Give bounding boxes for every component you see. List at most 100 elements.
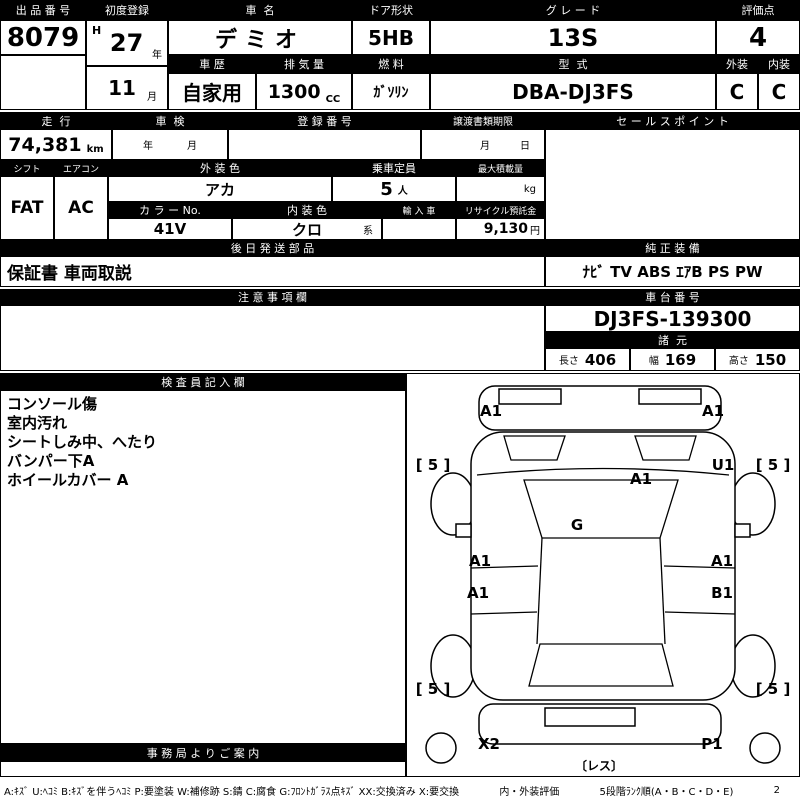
- auction-no-label: 出 品 番 号: [0, 0, 86, 20]
- spec-height-cell: 高さ 150: [715, 348, 800, 371]
- history-label: 車 歴: [168, 55, 256, 73]
- reg-no-label: 登 録 番 号: [228, 112, 421, 129]
- fuel-label: 燃 料: [352, 55, 430, 73]
- first-reg-year-unit: 年: [152, 50, 162, 61]
- transfer-day-unit: 日: [520, 141, 530, 152]
- damage-marker-11: [ 5 ]: [416, 680, 451, 698]
- office-box: [0, 761, 406, 777]
- auction-no-value: 8079: [0, 20, 86, 55]
- legend-page-number: 2: [773, 784, 780, 796]
- inspector-line: シートしみ中、へたり: [7, 433, 158, 451]
- first-reg-month-unit: 月: [147, 92, 157, 103]
- equipment-value: ﾅﾋﾞ TV ABS ｴｱB PS PW: [545, 256, 800, 287]
- import-label: 輸 入 車: [382, 202, 456, 218]
- recycle-value: 9,130: [483, 221, 528, 237]
- first-reg-year: 27: [109, 29, 144, 57]
- color-no-value: 41V: [108, 218, 232, 240]
- recycle-label: リサイクル預託金: [456, 202, 545, 218]
- damage-marker-5: A1: [630, 470, 652, 488]
- spec-length-cell: 長さ 406: [545, 348, 630, 371]
- grade-label: グ レ ー ド: [430, 0, 716, 20]
- roof-edge-left: [536, 537, 543, 645]
- capacity-unit: 人: [397, 186, 408, 197]
- later-parts-value: 保証書 車両取説: [7, 264, 132, 284]
- door-label: ドア形状: [352, 0, 430, 20]
- license-plate: [544, 707, 636, 727]
- sales-point-box: [545, 129, 800, 240]
- legend-codes: A:ｷｽﾞ U:ﾍｺﾐ B:ｷｽﾞを伴うﾍｺﾐ P:要塗装 W:補修跡 S:錆 …: [4, 786, 460, 798]
- recycle-cell: 9,130 円: [456, 218, 545, 240]
- recycle-unit: 円: [530, 225, 540, 237]
- damage-marker-2: [ 5 ]: [416, 456, 451, 474]
- interior-score: C: [758, 73, 800, 110]
- capacity-value: 5: [380, 178, 393, 200]
- inspection-label: 車 検: [112, 112, 228, 129]
- door-value: 5HB: [352, 20, 430, 55]
- damage-marker-4: [ 5 ]: [756, 456, 791, 474]
- int-color-label: 内 装 色: [232, 202, 382, 218]
- first-reg-month-cell: 11 月: [86, 66, 168, 110]
- notes-box: [0, 305, 545, 371]
- door-seam-rear: [470, 611, 736, 615]
- ext-color-label: 外 装 色: [108, 160, 332, 176]
- mileage-unit: km: [86, 144, 104, 155]
- spec-height-label: 高さ: [728, 356, 749, 367]
- front-lamp-right: [634, 435, 697, 461]
- model-label: 型 式: [430, 55, 716, 73]
- capacity-cell: 5 人: [332, 176, 456, 202]
- damage-marker-8: A1: [711, 552, 733, 570]
- legend: A:ｷｽﾞ U:ﾍｺﾐ B:ｷｽﾞを伴うﾍｺﾐ P:要塗装 W:補修跡 S:錆 …: [0, 780, 800, 800]
- damage-marker-6: G: [571, 516, 583, 534]
- spec-length-value: 406: [584, 350, 617, 369]
- inspector-line: 室内汚れ: [7, 414, 68, 432]
- damage-marker-14: P1: [701, 735, 722, 753]
- mileage-label: 走 行: [0, 112, 112, 129]
- notes-label: 注 意 事 項 欄: [0, 289, 545, 305]
- displacement-label: 排 気 量: [256, 55, 352, 73]
- damage-marker-10: B1: [711, 584, 733, 602]
- import-value: [382, 218, 456, 240]
- headlight-right: [638, 388, 702, 405]
- equipment-label: 純 正 装 備: [545, 240, 800, 256]
- interior-label: 内装: [758, 55, 800, 73]
- mirror-left: [455, 523, 472, 538]
- headlight-left: [498, 388, 562, 405]
- legend-rank: 5段階ﾗﾝｸ順(A・B・C・D・E): [599, 786, 734, 798]
- first-reg-era: H: [92, 24, 102, 37]
- exterior-label: 外装: [716, 55, 758, 73]
- damage-marker-12: [ 5 ]: [756, 680, 791, 698]
- model-value: DBA-DJ3FS: [430, 73, 716, 110]
- int-color-suffix: 系: [363, 225, 373, 237]
- damage-marker-3: U1: [712, 456, 735, 474]
- displacement-cell: 1300 CC: [256, 73, 352, 110]
- spec-width-value: 169: [664, 350, 697, 369]
- transfer-label: 譲渡書類期限: [421, 112, 545, 129]
- spec-width-label: 幅: [648, 356, 659, 367]
- shift-value: FAT: [0, 176, 54, 240]
- history-value: 自家用: [168, 73, 256, 110]
- rear-window: [528, 643, 674, 687]
- specs-label: 諸 元: [545, 332, 800, 348]
- legend-eval: 内・外装評価: [499, 786, 560, 798]
- sales-point-label: セ ー ル ス ポ イ ン ト: [545, 112, 800, 129]
- transfer-cell: 月 日: [421, 129, 545, 160]
- inspector-line: コンソール傷: [7, 395, 98, 413]
- first-reg-label: 初度登録: [86, 0, 168, 20]
- damage-marker-13: X2: [478, 735, 500, 753]
- damage-marker-0: A1: [480, 402, 502, 420]
- exterior-score: C: [716, 73, 758, 110]
- spec-height-value: 150: [754, 350, 787, 369]
- roof-edge-right: [659, 537, 666, 645]
- damage-marker-1: A1: [702, 402, 724, 420]
- aircon-value: AC: [54, 176, 108, 240]
- reg-no-value: [228, 129, 421, 160]
- first-reg-month: 11: [108, 76, 136, 100]
- inspection-month-unit: 月: [187, 141, 197, 152]
- later-parts-cell: 保証書 車両取説: [0, 256, 545, 287]
- inspector-label: 検 査 員 記 入 欄: [0, 373, 406, 390]
- auction-no-extra-box: [0, 55, 86, 110]
